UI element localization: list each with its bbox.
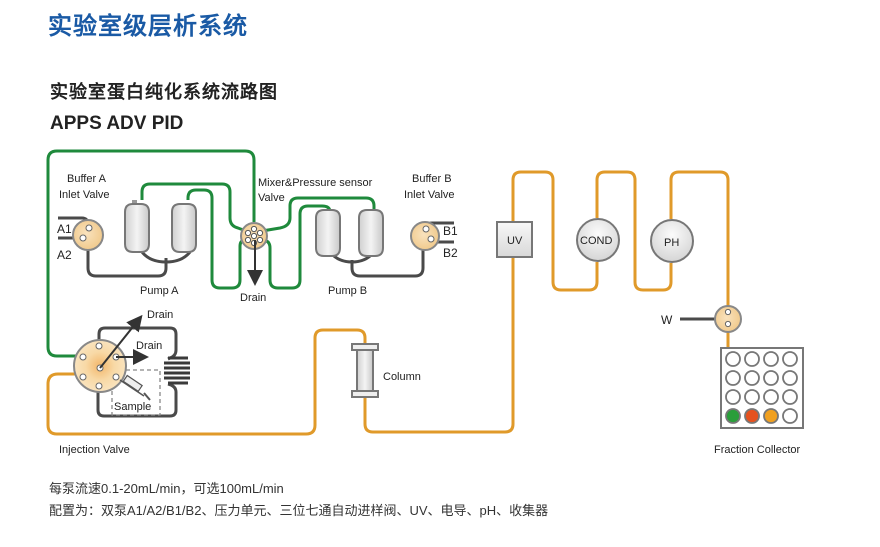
injection-loop-return (96, 382, 178, 418)
pump-a-head-1 (124, 200, 150, 253)
pump-b-label: Pump B (328, 285, 367, 297)
injection-drain-label-2: Drain (136, 340, 162, 352)
mixer-pressure-valve[interactable] (240, 222, 268, 250)
buffer-a-label-2: Inlet Valve (59, 189, 110, 201)
ph-to-fraction-line (669, 170, 730, 306)
port-b1-label: B1 (443, 224, 458, 238)
pump-b[interactable] (315, 209, 384, 257)
pump-a-label: Pump A (140, 285, 179, 297)
injection-valve-label: Injection Valve (59, 444, 130, 456)
ph-label: PH (664, 237, 679, 249)
ph-detector[interactable] (650, 219, 694, 263)
mixer-drain-label: Drain (240, 292, 266, 304)
injection-valve[interactable] (73, 339, 127, 393)
buffer-a-label-1: Buffer A (67, 173, 107, 185)
uv-to-cond-line (511, 170, 599, 292)
pump-a[interactable] (124, 200, 197, 253)
collection-tube-filled (744, 408, 760, 424)
sample-area-dashed (111, 369, 161, 416)
pump-a-outlet-line-2 (186, 188, 247, 290)
pump-b-inlet-line-2 (261, 204, 332, 290)
collection-tube (744, 351, 760, 367)
column[interactable] (351, 343, 379, 398)
buffer-a-inlet-valve[interactable] (72, 219, 104, 251)
collection-tube (763, 351, 779, 367)
pump-a-manifold-line (140, 251, 192, 264)
collection-tube (744, 389, 760, 405)
collection-tube-filled (763, 408, 779, 424)
collection-tube (782, 389, 798, 405)
collection-tube (782, 408, 798, 424)
pump-b-head-1 (315, 209, 341, 257)
diagram-subtitle: 实验室蛋白纯化系统流路图 (50, 82, 278, 102)
column-to-uv-line (363, 258, 515, 434)
waste-label: W (661, 313, 673, 327)
port-b2-label: B2 (443, 246, 458, 260)
collection-tube (744, 370, 760, 386)
column-label: Column (383, 371, 421, 383)
injection-loop-line (97, 326, 178, 361)
buffer-a-to-pump-a-line (86, 248, 168, 278)
syringe-icon (119, 374, 151, 401)
pump-a-outlet-line-1 (140, 182, 247, 233)
buffer-lines (46, 149, 376, 358)
sample-loop-coil (164, 356, 190, 385)
injection-drain-arrow-1 (99, 314, 143, 369)
collection-tube (725, 370, 741, 386)
page-title: 实验室级层析系统 (48, 11, 248, 40)
injection-drain-label-1: Drain (147, 309, 173, 321)
buffer-b-label-1: Buffer B (412, 173, 452, 185)
port-a1-label: A1 (57, 222, 72, 236)
cond-detector[interactable] (576, 218, 620, 262)
cond-to-ph-line (595, 170, 673, 292)
fraction-collector[interactable] (720, 347, 804, 429)
model-name: APPS ADV PID (50, 113, 184, 134)
mixer-label-2: Valve (258, 192, 285, 204)
collection-tube-filled (725, 408, 741, 424)
collection-tube (763, 389, 779, 405)
uv-label: UV (507, 235, 523, 247)
mixer-to-injection-line (46, 149, 256, 358)
uv-detector[interactable] (496, 221, 533, 258)
pump-a-head-2 (171, 203, 197, 253)
mixer-label-1: Mixer&Pressure sensor (258, 177, 373, 189)
flow-rate-note: 每泵流速0.1-20mL/min，可选100mL/min (49, 481, 284, 496)
port-a2-label: A2 (57, 248, 72, 262)
sample-label: Sample (114, 401, 151, 413)
collection-tube (725, 389, 741, 405)
collection-tube (782, 351, 798, 367)
collection-tube (763, 370, 779, 386)
collection-tube (725, 351, 741, 367)
configuration-note: 配置为：双泵A1/A2/B1/B2、压力单元、三位七通自动进样阀、UV、电导、p… (49, 503, 549, 518)
collection-tube (782, 370, 798, 386)
sample-flow-lines (46, 170, 730, 436)
fraction-collector-label: Fraction Collector (714, 444, 801, 456)
inlet-lines (58, 216, 715, 418)
buffer-b-to-pump-b-line (350, 248, 425, 278)
collector-valve[interactable] (714, 305, 742, 333)
buffer-b-inlet-valve[interactable] (410, 221, 440, 251)
injection-to-column-line (46, 328, 367, 436)
cond-label: COND (580, 235, 612, 247)
buffer-b-label-2: Inlet Valve (404, 189, 455, 201)
pump-b-inlet-line-1 (261, 196, 376, 233)
pump-b-head-2 (358, 209, 384, 257)
